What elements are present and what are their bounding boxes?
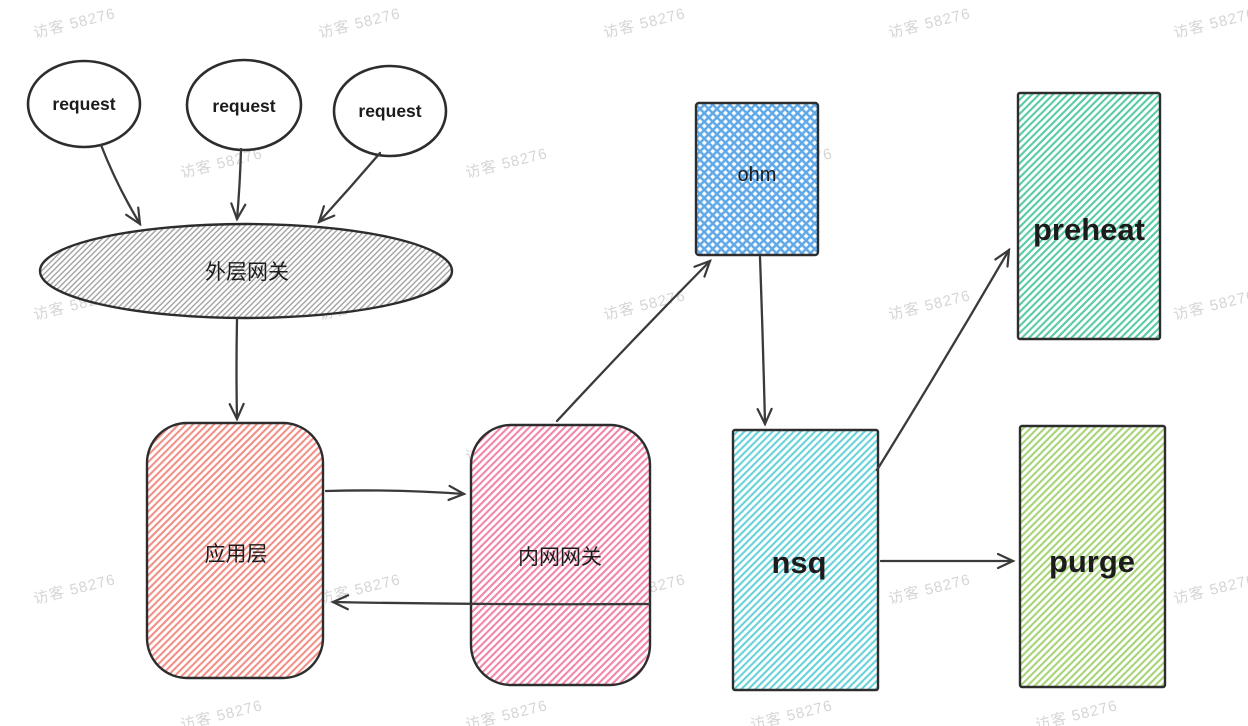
visitor-watermark: 访客 58276 — [887, 5, 973, 42]
visitor-watermark: 访客 58276 — [602, 287, 688, 324]
edge-nsq-to-preheat — [875, 247, 1011, 472]
labels-layer: request request request 外层网关 应用层 内网网关 oh… — [52, 94, 1145, 580]
visitor-watermark: 访客 58276 — [1172, 571, 1248, 608]
edge-request1-to-outer-gateway — [99, 143, 142, 227]
visitor-watermark: 访客 58276 — [317, 5, 403, 42]
internal-gateway-label: 内网网关 — [518, 546, 602, 569]
outer-gateway-node — [38, 222, 454, 320]
visitor-watermark: 访客 58276 — [464, 697, 550, 726]
edge-internal-gateway-to-app-layer — [330, 594, 651, 611]
nsq-label: nsq — [771, 545, 826, 580]
visitor-watermark: 访客 58276 — [179, 697, 265, 726]
nsq-node — [731, 428, 880, 692]
app-layer-label: 应用层 — [205, 543, 268, 566]
visitor-watermark: 访客 58276 — [1034, 697, 1120, 726]
request-node-1 — [26, 59, 142, 149]
purge-label: purge — [1049, 544, 1135, 579]
shapes-layer — [26, 58, 1167, 692]
preheat-node — [1016, 91, 1162, 341]
request-node-3 — [332, 64, 448, 158]
app-layer-node — [145, 421, 325, 680]
preheat-label: preheat — [1033, 212, 1145, 247]
visitor-watermark: 访客 58276 — [887, 571, 973, 608]
internal-gateway-node — [469, 423, 652, 687]
request-node-1-label: request — [52, 94, 115, 114]
edge-request3-to-outer-gateway — [317, 151, 382, 224]
edge-ohm-to-nsq — [756, 255, 773, 427]
visitor-watermark: 访客 58276 — [602, 5, 688, 42]
request-node-3-label: request — [358, 101, 421, 121]
edge-request2-to-outer-gateway — [230, 147, 247, 222]
request-node-2 — [185, 58, 303, 152]
purge-node — [1018, 424, 1167, 689]
visitor-watermark: 访客 58276 — [1172, 5, 1248, 42]
visitor-watermark: 访客 58276 — [32, 571, 118, 608]
visitor-watermark: 访客 58276 — [464, 145, 550, 182]
visitor-watermark: 访客 58276 — [32, 5, 118, 42]
ohm-label: ohm — [738, 164, 777, 186]
edge-outer-gateway-to-app-layer — [228, 317, 245, 422]
outer-gateway-label: 外层网关 — [205, 261, 289, 284]
request-node-2-label: request — [212, 96, 275, 116]
edge-app-layer-to-internal-gateway — [324, 484, 467, 502]
edges-layer — [99, 143, 1016, 611]
visitor-watermark: 访客 58276 — [749, 697, 835, 726]
edge-internal-gateway-to-ohm — [555, 259, 712, 423]
visitor-watermark: 访客 58276 — [1172, 287, 1248, 324]
ohm-node — [694, 101, 820, 257]
visitor-watermark: 访客 58276 — [887, 287, 973, 324]
